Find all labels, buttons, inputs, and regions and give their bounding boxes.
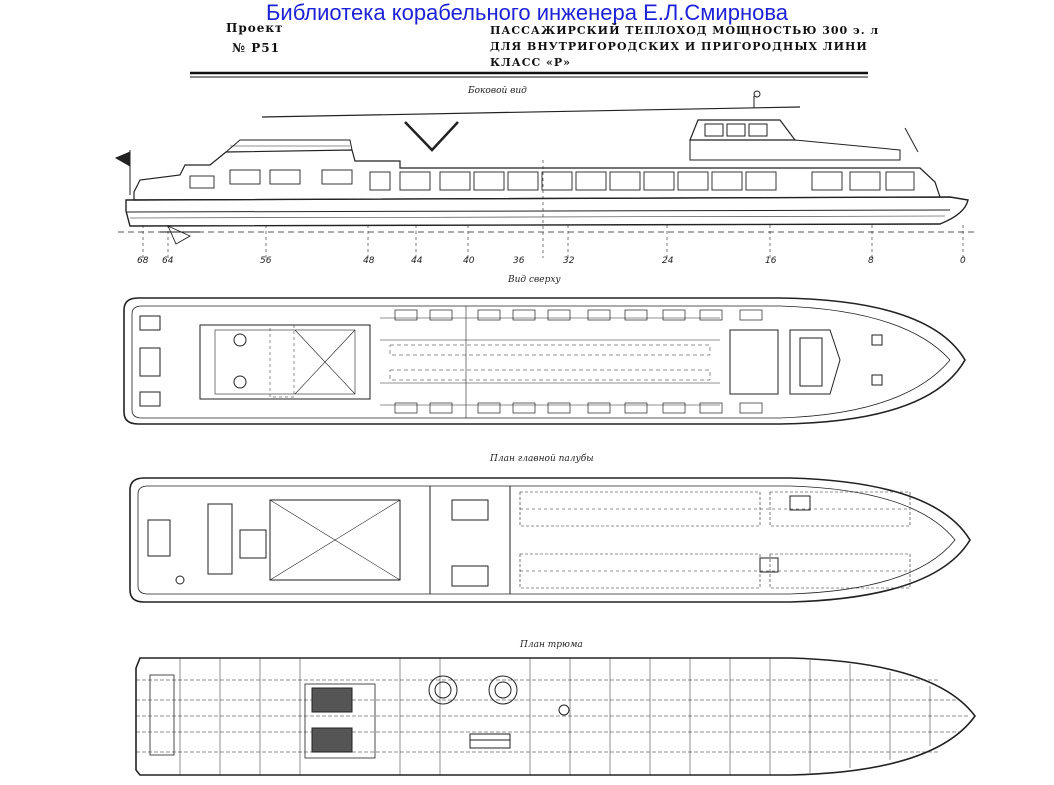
frame-number: 0 (960, 256, 966, 266)
frame-number: 68 (137, 256, 149, 266)
side-view-caption: Боковой вид (468, 86, 527, 96)
frame-number: 56 (260, 256, 272, 266)
main-deck-caption: План главной палубы (490, 454, 594, 464)
project-number: № Р51 (232, 41, 280, 55)
project-label: Проект (226, 21, 284, 35)
frame-number: 64 (162, 256, 174, 266)
ship-title-line1: ПАССАЖИРСКИЙ ТЕПЛОХОД МОЩНОСТЬЮ 300 э. л (490, 24, 880, 37)
frame-number: 48 (363, 256, 375, 266)
hold-plan (135, 657, 976, 776)
frame-number: 16 (765, 256, 777, 266)
ship-title-line2: ДЛЯ ВНУТРИГОРОДСКИХ И ПРИГОРОДНЫХ ЛИНИ (490, 40, 868, 53)
frame-number: 8 (868, 256, 874, 266)
frame-number: 32 (563, 256, 575, 266)
top-view-caption: Вид сверху (508, 275, 561, 285)
frame-number: 44 (411, 256, 423, 266)
main-deck-plan (129, 477, 971, 603)
frame-number: 36 (513, 256, 525, 266)
frame-number: 24 (662, 256, 674, 266)
frame-number: 40 (463, 256, 475, 266)
library-title: Библиотека корабельного инженера Е.Л.Сми… (265, 0, 789, 25)
top-view (123, 297, 966, 425)
ship-title-line3: КЛАСС «Р» (490, 56, 572, 69)
hold-caption: План трюма (520, 640, 583, 650)
side-view (114, 90, 975, 258)
deck-seat-rows (394, 309, 763, 414)
main-deck-seats (519, 491, 911, 589)
